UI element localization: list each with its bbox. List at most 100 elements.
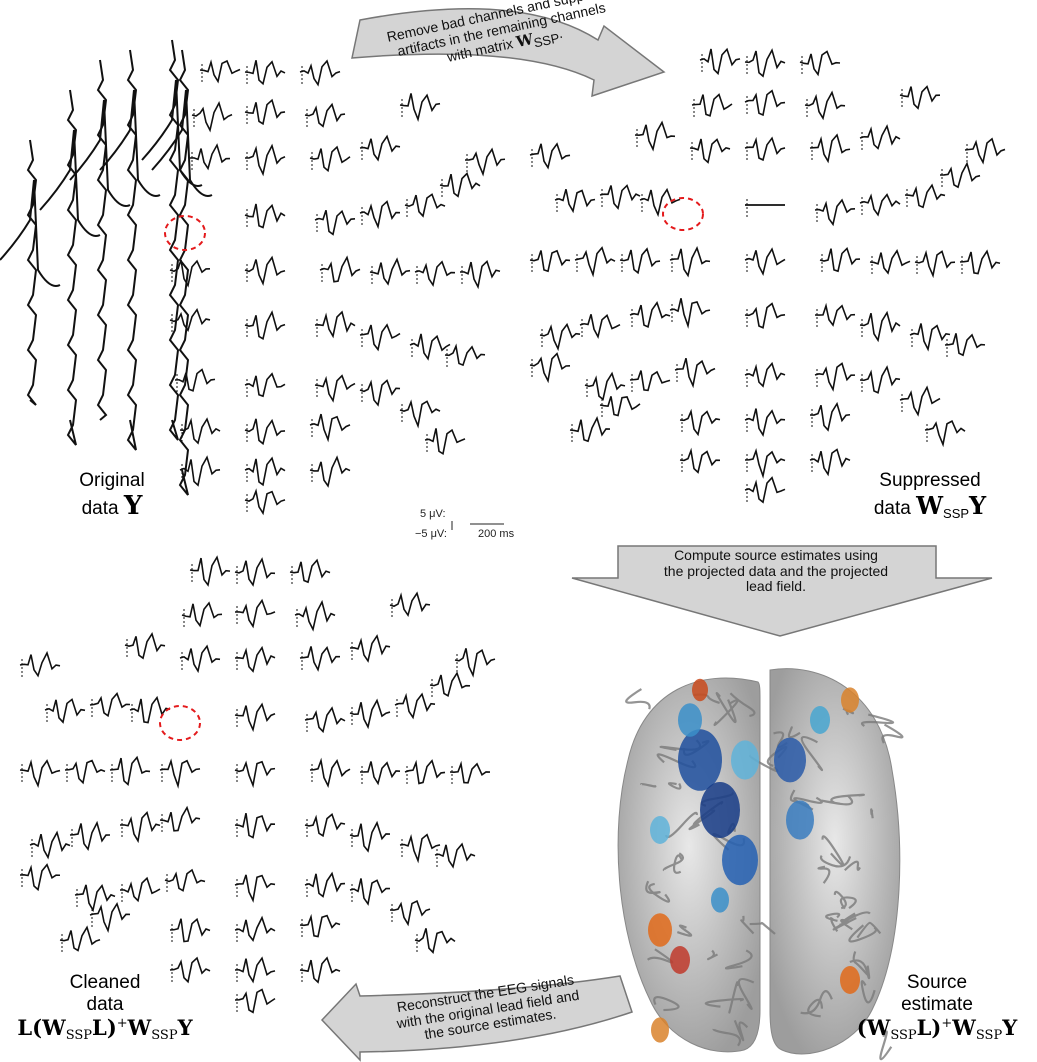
eeg-trace [175, 370, 215, 391]
artifact-curve [142, 80, 202, 186]
original-math-y: Y [124, 491, 143, 521]
eeg-trace [235, 704, 275, 729]
right-arrow-line2: the projected data and the projected [612, 564, 940, 580]
eeg-trace [30, 833, 70, 858]
eeg-trace [360, 761, 400, 783]
eeg-trace [460, 261, 500, 286]
cleaned-formula-b: L) [92, 1015, 117, 1040]
eeg-trace [815, 200, 855, 224]
eeg-trace [915, 251, 955, 275]
eeg-trace [235, 762, 275, 785]
eeg-trace [415, 928, 455, 952]
eeg-trace [235, 648, 275, 672]
eeg-trace [310, 761, 350, 786]
cleaned-formula-sub: SSP [66, 1028, 92, 1043]
eeg-trace [180, 646, 220, 671]
gyrus-fold [882, 725, 902, 744]
right-arrow-text: Compute source estimates using the proje… [612, 548, 940, 595]
eeg-trace [300, 646, 340, 669]
eeg-trace [820, 248, 860, 271]
eeg-trace [435, 844, 475, 867]
eeg-trace [455, 648, 495, 675]
eeg-trace [405, 194, 445, 216]
eeg-trace [360, 380, 400, 404]
eeg-trace [182, 603, 222, 626]
eeg-trace [405, 761, 445, 784]
eeg-trace [530, 251, 570, 272]
source-formula-sub2: SSP [976, 1028, 1002, 1043]
eeg-trace [580, 314, 620, 336]
eeg-trace [305, 104, 345, 126]
cleaned-formula-w2: W [128, 1015, 152, 1040]
eeg-trace [860, 367, 900, 393]
eeg-trace [670, 248, 710, 275]
eeg-trace [675, 358, 715, 385]
eeg-trace [870, 251, 910, 273]
eeg-trace [670, 298, 710, 325]
eeg-trace [810, 404, 850, 430]
eeg-trace [450, 764, 490, 783]
eeg-trace [245, 491, 285, 513]
suppressed-line2: data WSSPY [830, 492, 1030, 522]
eeg-trace [400, 401, 440, 425]
source-formula-a: ( [857, 1015, 867, 1040]
eeg-trace [110, 757, 150, 784]
source-formula-y: Y [1002, 1015, 1017, 1040]
eeg-trace [745, 478, 785, 502]
activation-blob [678, 703, 702, 737]
suppressed-eeg-traces [530, 49, 1005, 502]
eeg-trace [300, 958, 340, 982]
eeg-trace [445, 346, 485, 365]
original-data-label: Original data Y [52, 470, 172, 522]
eeg-trace [620, 249, 660, 273]
eeg-trace [815, 306, 855, 325]
eeg-trace [310, 147, 350, 171]
eeg-trace [370, 259, 410, 284]
suppressed-math-y: Y [969, 491, 986, 520]
eeg-trace [295, 602, 335, 629]
eeg-trace [120, 813, 160, 841]
eeg-trace [630, 371, 670, 391]
original-data-word: data [82, 498, 124, 519]
eeg-trace [130, 698, 170, 723]
top-arrow-math-w: W [515, 30, 535, 51]
suppressed-math-w: W [916, 491, 943, 520]
eeg-trace [245, 204, 285, 228]
eeg-trace [400, 835, 440, 861]
cleaned-line1: Cleaned [0, 972, 210, 994]
right-arrow-line1: Compute source estimates using [612, 548, 940, 564]
eeg-trace [360, 325, 400, 350]
eeg-trace [245, 60, 285, 84]
eeg-trace [860, 195, 900, 215]
eeg-trace [530, 354, 570, 381]
source-formula-w2: W [952, 1015, 976, 1040]
eeg-trace [235, 600, 275, 626]
eeg-trace [945, 333, 985, 355]
source-formula: (WSSPL)+WSSPY [838, 1016, 1036, 1044]
bad-channel-marker-suppressed [663, 198, 703, 230]
eeg-trace [745, 50, 785, 76]
eeg-trace [245, 146, 285, 174]
activation-blob [651, 1017, 669, 1042]
gyrus-fold [871, 809, 872, 818]
eeg-trace [200, 61, 240, 81]
eeg-trace [680, 412, 720, 435]
eeg-trace [540, 324, 580, 348]
artifact-spike [28, 140, 36, 405]
artifact-curve [70, 100, 130, 206]
eeg-trace [190, 557, 230, 585]
suppressed-data-word: data [874, 498, 916, 519]
original-eeg-traces [170, 60, 505, 513]
eeg-trace [815, 363, 855, 389]
activation-blob [700, 782, 740, 838]
eeg-trace [20, 653, 60, 676]
cleaned-line2: data [0, 994, 210, 1016]
eeg-trace [960, 251, 1000, 273]
artifact-spikes [0, 40, 212, 495]
eeg-trace [745, 363, 785, 386]
eeg-trace [745, 138, 785, 160]
eeg-trace [940, 164, 980, 188]
eeg-trace [965, 139, 1005, 162]
suppressed-line1: Suppressed [830, 470, 1030, 492]
